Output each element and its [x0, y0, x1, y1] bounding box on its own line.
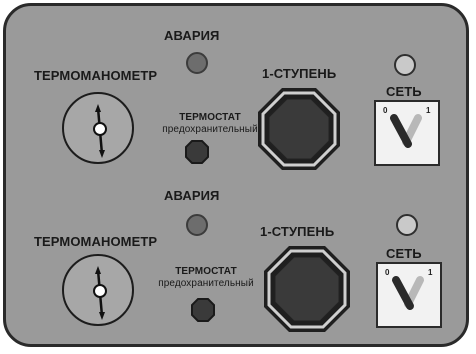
switch-lever-icon — [392, 276, 424, 310]
alarm-label: АВАРИЯ — [164, 188, 220, 203]
network-lamp — [394, 54, 416, 76]
network-label: СЕТЬ — [386, 84, 422, 99]
thermostat-label: ТЕРМОСТАТ предохранительный — [162, 112, 258, 136]
thermostat-label-line2: предохранительный — [158, 278, 254, 289]
alarm-lamp — [186, 214, 208, 236]
network-switch[interactable]: 0 1 — [374, 100, 440, 166]
gauge-needle-icon — [93, 104, 107, 158]
switch-on-mark: 1 — [426, 106, 431, 115]
network-label: СЕТЬ — [386, 246, 422, 261]
gauge-label: ТЕРМОМАНОМЕТР — [34, 234, 158, 249]
thermostat-label: ТЕРМОСТАТ предохранительный — [148, 266, 264, 290]
thermostat-reset-button[interactable] — [185, 140, 209, 164]
stage-label: 1-СТУПЕНЬ — [262, 66, 337, 81]
thermostat-label-line1: ТЕРМОСТАТ — [175, 266, 237, 277]
stage-1-button[interactable] — [262, 244, 352, 334]
alarm-lamp — [186, 52, 208, 74]
thermostat-reset-button[interactable] — [191, 298, 215, 322]
switch-on-mark: 1 — [428, 268, 433, 277]
switch-off-mark: 0 — [385, 268, 390, 277]
network-switch[interactable]: 0 1 — [376, 262, 442, 328]
thermostat-label-line2: предохранительный — [162, 124, 258, 135]
thermostat-label-line1: ТЕРМОСТАТ — [179, 112, 241, 123]
gauge-needle-icon — [93, 266, 107, 320]
switch-lever-icon — [390, 114, 422, 148]
thermomanometer-gauge — [62, 254, 134, 326]
thermomanometer-gauge — [62, 92, 134, 164]
stage-1-button[interactable] — [256, 86, 342, 172]
alarm-label: АВАРИЯ — [164, 28, 220, 43]
gauge-label: ТЕРМОМАНОМЕТР — [34, 68, 158, 83]
network-lamp — [396, 214, 418, 236]
switch-off-mark: 0 — [383, 106, 388, 115]
stage-label: 1-СТУПЕНЬ — [260, 224, 335, 239]
